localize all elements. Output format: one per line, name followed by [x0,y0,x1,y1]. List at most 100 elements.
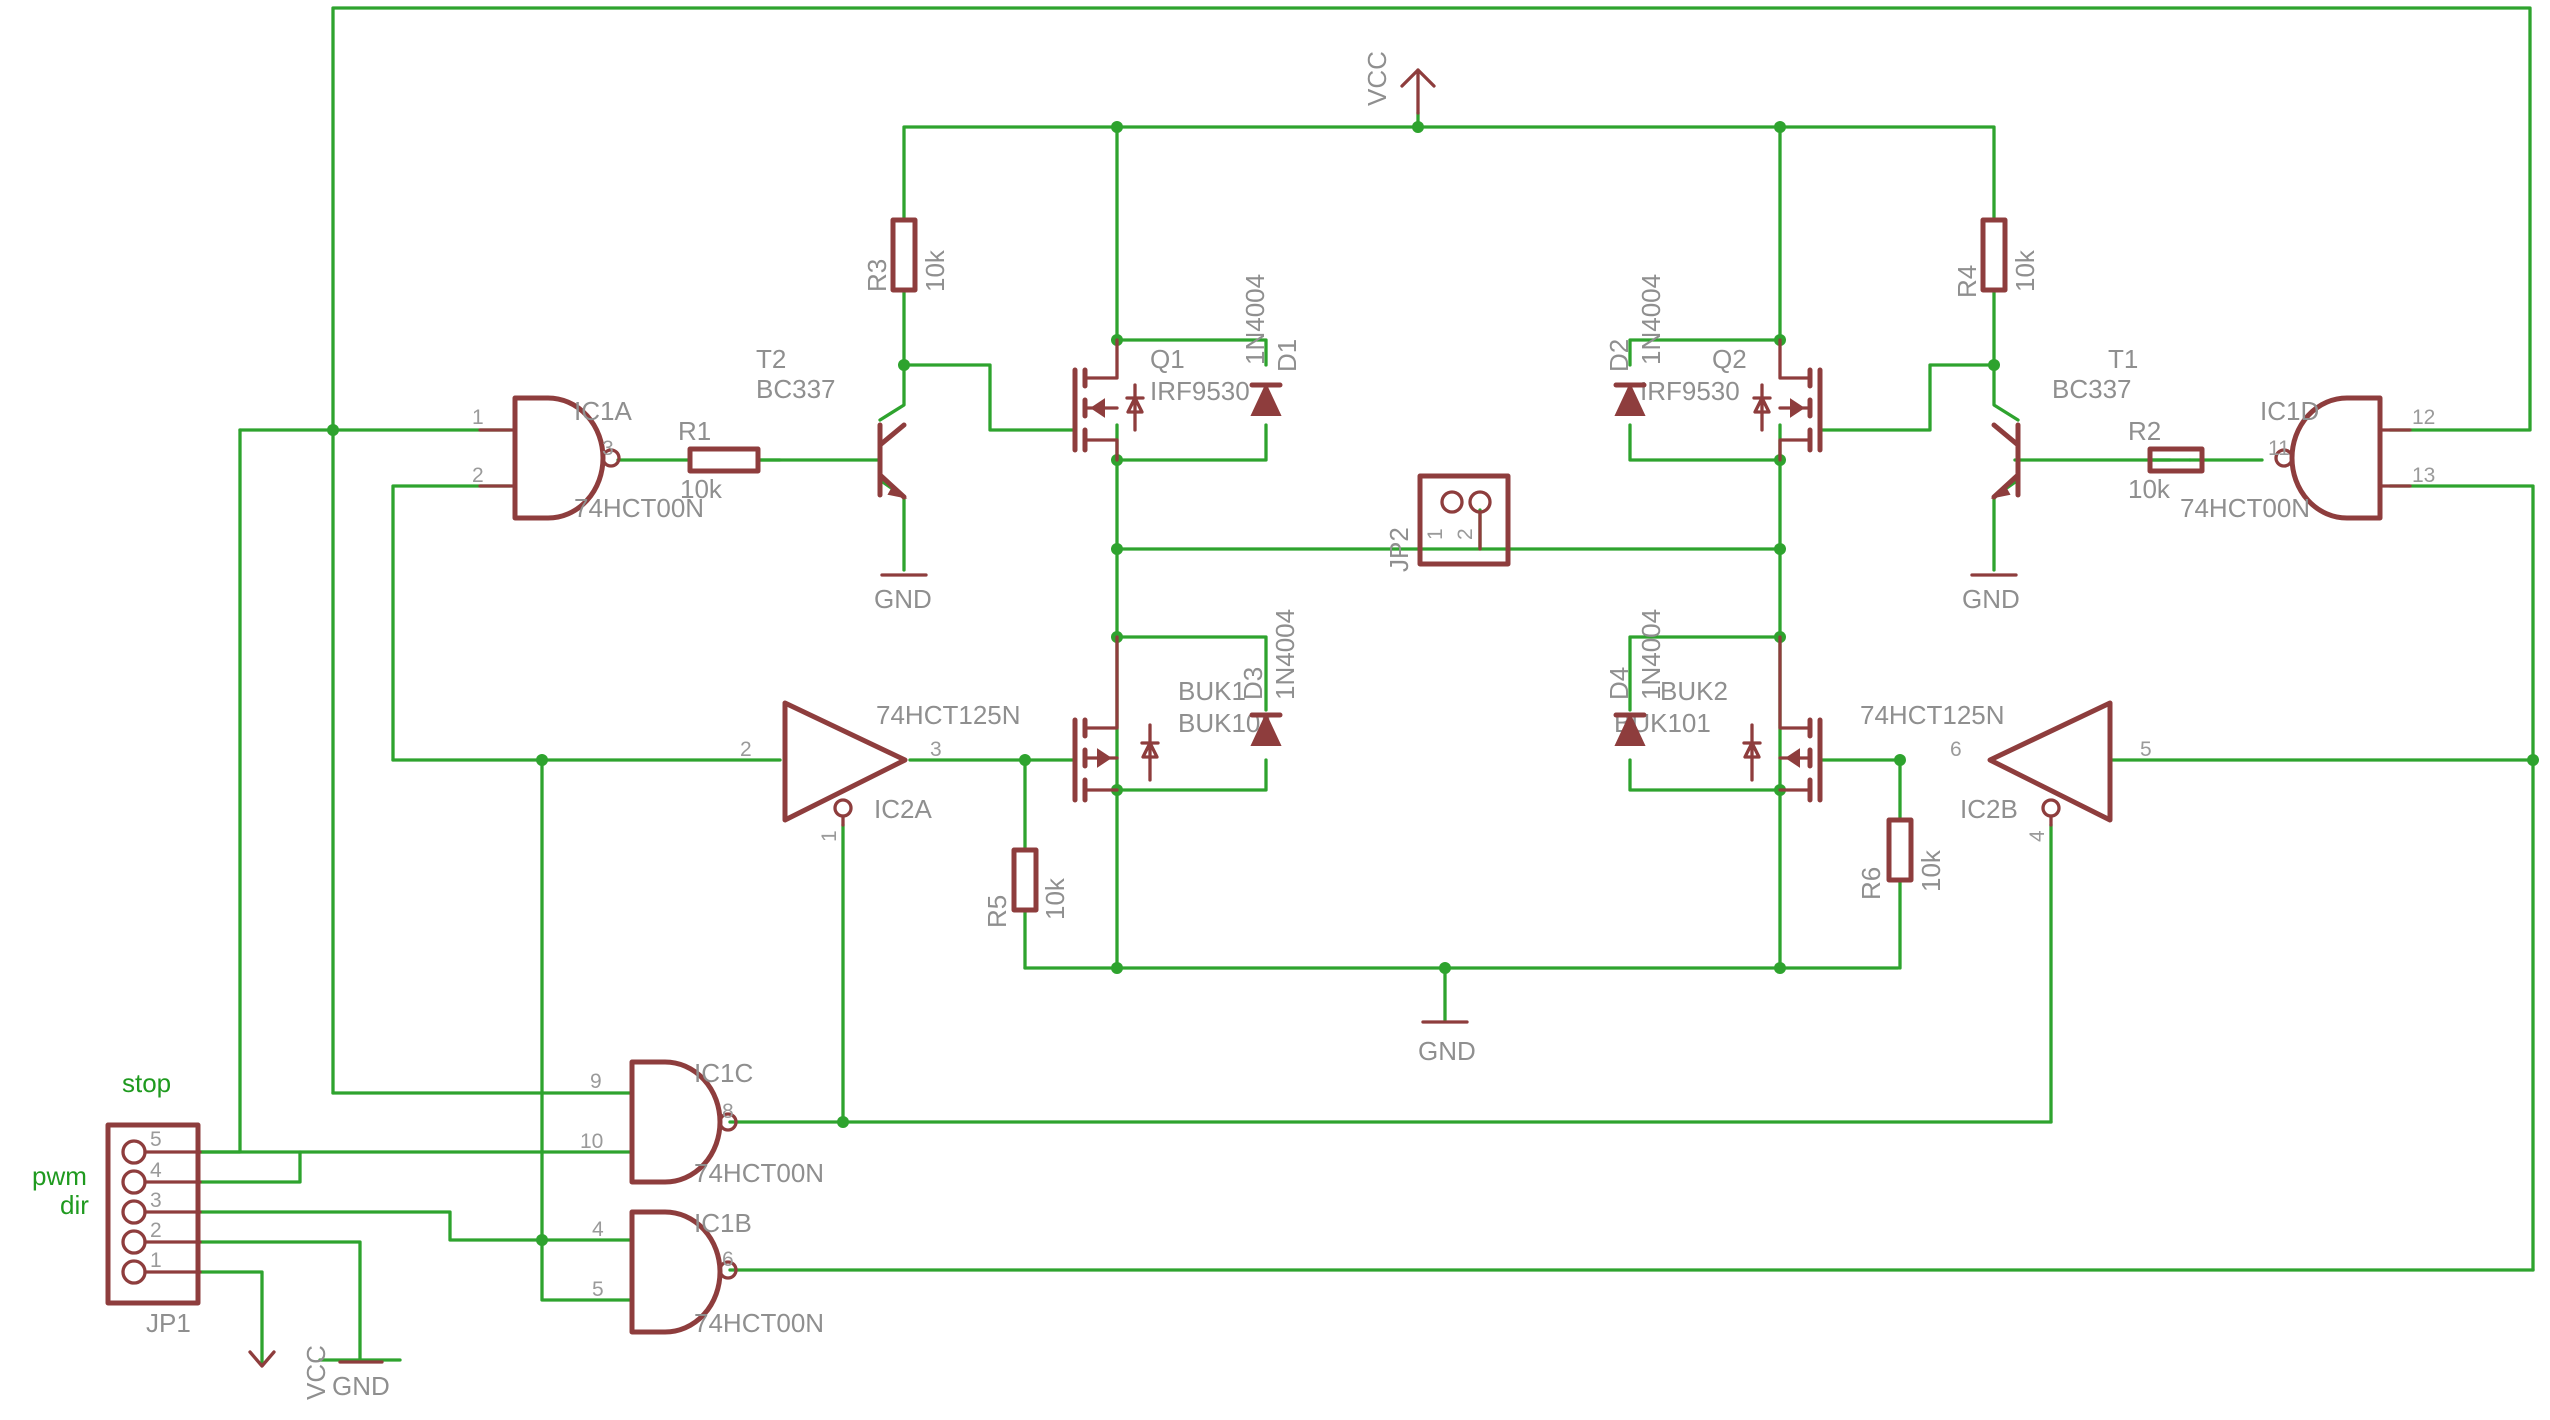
junction [1111,962,1123,974]
net-label-stop: stop [122,1068,171,1098]
junction [898,359,910,371]
ic2b-pin-4: 4 [2026,830,2049,842]
r5-value: 10k [1040,877,1070,920]
ic2a-pin-2: 2 [740,738,752,761]
ic1d-pin-11: 11 [2268,437,2290,460]
junction [1019,754,1031,766]
q2-type: IRF9530 [1640,376,1740,406]
resistor-r1: R1 10k [616,416,782,504]
t2-name: T2 [756,344,786,374]
ic1d-pin-13: 13 [2412,464,2435,487]
d4-type: 1N4004 [1636,609,1666,700]
gnd-jp1-label: GND [332,1371,390,1401]
resistor-r5: R5 10k [982,847,1070,928]
gnd-bottom: GND [1418,1020,1476,1066]
junction [1412,121,1424,133]
t2-type: BC337 [756,374,836,404]
vcc-jp1: VCC [248,1345,331,1400]
ic1b-pin-4: 4 [592,1218,604,1241]
ic1a-pin-3: 3 [602,437,614,460]
wires [198,6,2535,1367]
ic1d-name: IC1D [2260,396,2319,426]
ic1c-pin-8: 8 [722,1100,734,1123]
r2-name: R2 [2128,416,2161,446]
gnd-left-label: GND [874,584,932,614]
ic1c-pin-9: 9 [590,1070,602,1093]
connector-jp2: JP2 1 2 [1384,473,1511,572]
d3-name: D3 [1238,667,1268,700]
gnd-jp1: GND [332,1360,390,1401]
r3-name: R3 [862,259,892,292]
ic2b-pin-6: 6 [1950,738,1962,761]
r6-value: 10k [1916,849,1946,892]
junction [837,1116,849,1128]
ic2a-pin-3: 3 [930,738,942,761]
ic1b-pin-6: 6 [722,1248,734,1271]
q1-name: Q1 [1150,344,1185,374]
mosfet-q2: Q2 IRF9530 [1640,338,1823,462]
diode-d1: 1N4004 D1 [1240,274,1302,416]
gate-ic1d: 12 13 11 IC1D 74HCT00N [2180,395,2435,523]
junction [1988,359,2000,371]
ic1d-pin-12: 12 [2412,406,2435,429]
connector-jp1: 5 4 3 2 1 JP1 stop pwm dir [32,1068,202,1338]
net-label-dir: dir [60,1190,89,1220]
buffer-ic2a: 2 3 1 74HCT125N IC2A [740,700,1021,842]
ic2b-pin-5: 5 [2140,738,2152,761]
ic2b-name: IC2B [1960,794,2018,824]
jp1-pin-1: 1 [150,1249,162,1272]
r4-value: 10k [2010,249,2040,292]
jp2-pin-1: 1 [1424,528,1447,540]
ic1b-name: IC1B [694,1208,752,1238]
jp1-pin-5: 5 [150,1128,162,1151]
junction [1111,121,1123,133]
ic1c-pin-10: 10 [580,1130,603,1153]
ic2a-pin-1: 1 [818,830,841,842]
jp1-pin-3: 3 [150,1189,162,1212]
vcc-top-label: VCC [1362,51,1392,106]
gnd-right-label: GND [1962,584,2020,614]
vcc-jp1-label: VCC [301,1345,331,1400]
diode-d2: D2 1N4004 [1604,274,1666,416]
junction [1774,962,1786,974]
transistor-t2: T2 BC337 [756,344,908,500]
ic1a-type: 74HCT00N [574,493,704,523]
junction [1774,543,1786,555]
junction [2527,754,2539,766]
d4-name: D4 [1604,667,1634,700]
gate-ic1b: 4 5 6 IC1B 74HCT00N [592,1208,824,1338]
r1-value: 10k [680,474,723,504]
resistor-r6: R6 10k [1856,817,1946,900]
ic1d-type: 74HCT00N [2180,493,2310,523]
ic2b-type: 74HCT125N [1860,700,2005,730]
jp1-pin-4: 4 [150,1159,162,1182]
vcc-top: VCC [1362,51,1436,115]
jp1-name: JP1 [146,1308,191,1338]
jp2-name: JP2 [1384,527,1414,572]
gnd-left: GND [874,573,932,614]
d2-type: 1N4004 [1636,274,1666,365]
ic1b-pin-5: 5 [592,1278,604,1301]
junction [1439,962,1451,974]
d3-type: 1N4004 [1270,609,1300,700]
r4-name: R4 [1952,265,1982,298]
d1-name: D1 [1272,339,1302,372]
buk1-name: BUK1 [1178,676,1246,706]
q1-type: IRF9530 [1150,376,1250,406]
r2-value: 10k [2128,474,2171,504]
mosfet-q1: Q1 IRF9530 [1072,338,1250,462]
ic2a-type: 74HCT125N [876,700,1021,730]
r1-name: R1 [678,416,711,446]
junction [536,1234,548,1246]
junction [1774,121,1786,133]
gate-ic1a: 1 2 3 IC1A 74HCT00N [472,395,704,523]
t1-type: BC337 [2052,374,2132,404]
gnd-right: GND [1962,573,2020,614]
ic1a-pin-2: 2 [472,464,484,487]
mosfet-buk1: BUK1 BUK101 [1072,635,1275,803]
transistor-t1: T1 BC337 [1990,344,2138,500]
r5-name: R5 [982,895,1012,928]
buffer-ic2b: 5 6 4 74HCT125N IC2B [1860,700,2152,842]
ic1c-type: 74HCT00N [694,1158,824,1188]
